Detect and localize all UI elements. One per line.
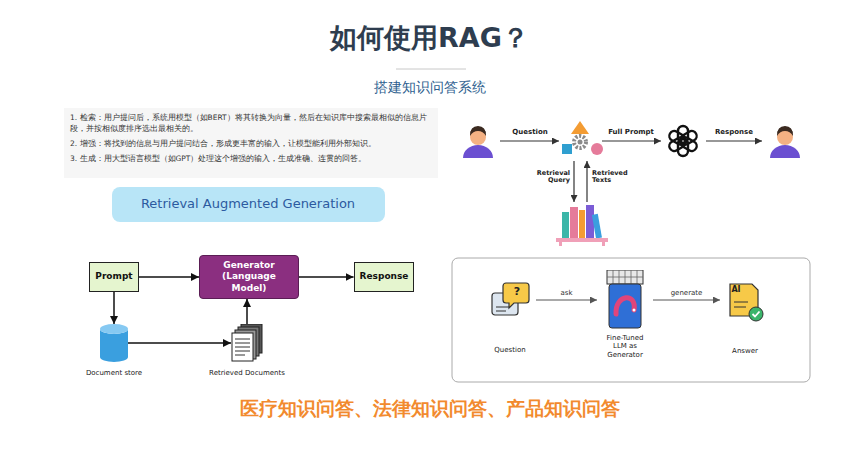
connector-arrow [113, 292, 115, 324]
generator-box: Generator (Language Model) [199, 255, 299, 299]
title-rule [396, 69, 466, 70]
step-list: 1. 检索：用户提问后，系统用模型（如BERT）将其转换为向量，然后在知识库中搜… [70, 113, 432, 169]
llm-icon: Fine-Tuned LLM as Generator [603, 270, 647, 330]
connector-arrow [653, 300, 720, 301]
step-text: 2. 增强：将找到的信息与用户提问结合，形成更丰富的输入，让模型能利用外部知识。 [70, 139, 432, 150]
icon-glyph: ? [514, 286, 520, 299]
top-flow [463, 121, 800, 246]
node-text: Response [360, 271, 409, 282]
flow-label: Retrieved Texts [592, 170, 632, 185]
subtitle: 搭建知识问答系统 [374, 79, 486, 95]
connector-arrow [139, 276, 199, 278]
flow-label: Response [715, 128, 753, 136]
node-label: Answer [732, 347, 758, 355]
documents-icon-art [231, 324, 263, 362]
caption: 医疗知识问答、法律知识问答、产品知识问答 [0, 396, 859, 422]
flow-label: Retrieval Query [530, 170, 570, 185]
output-box: Response [354, 262, 415, 292]
node-text: Prompt [95, 271, 132, 282]
llm-icon-art [603, 270, 647, 330]
input-box: Prompt [89, 262, 138, 292]
node-label: Document store [86, 369, 142, 377]
edge-label: generate [669, 289, 705, 297]
step-text: 1. 检索：用户提问后，系统用模型（如BERT）将其转换为向量，然后在知识库中搜… [70, 113, 432, 135]
step-text: 3. 生成：用大型语言模型（如GPT）处理这个增强的输入，生成准确、连贯的回答。 [70, 154, 432, 165]
question-icon: Question [490, 281, 530, 319]
question-icon-art [490, 281, 530, 319]
connector-arrow [246, 299, 248, 324]
connector-arrow [299, 276, 354, 278]
node-text: Retrieval Augmented Generation [141, 196, 355, 212]
flow-label: Full Prompt [608, 128, 654, 136]
node-label: Fine-Tuned LLM as Generator [601, 334, 649, 359]
node-label: Question [494, 346, 525, 354]
connector-arrow [128, 342, 231, 344]
node-label: Retrieved Documents [209, 369, 285, 377]
title-band: Retrieval Augmented Generation [112, 187, 385, 222]
database-icon-art [100, 324, 128, 362]
edge-label: ask [559, 289, 575, 297]
flow-label: Question [512, 128, 547, 136]
finetune-panel [452, 258, 810, 382]
text-panel [64, 108, 438, 178]
node-text: Generator (Language Model) [206, 260, 292, 294]
icon-glyph: AI [731, 285, 740, 294]
connector-arrow [536, 300, 597, 301]
page-title: 如何使用RAG？ [0, 20, 859, 56]
database-icon: Document store [100, 324, 128, 362]
documents-icon: Retrieved Documents [231, 324, 263, 362]
